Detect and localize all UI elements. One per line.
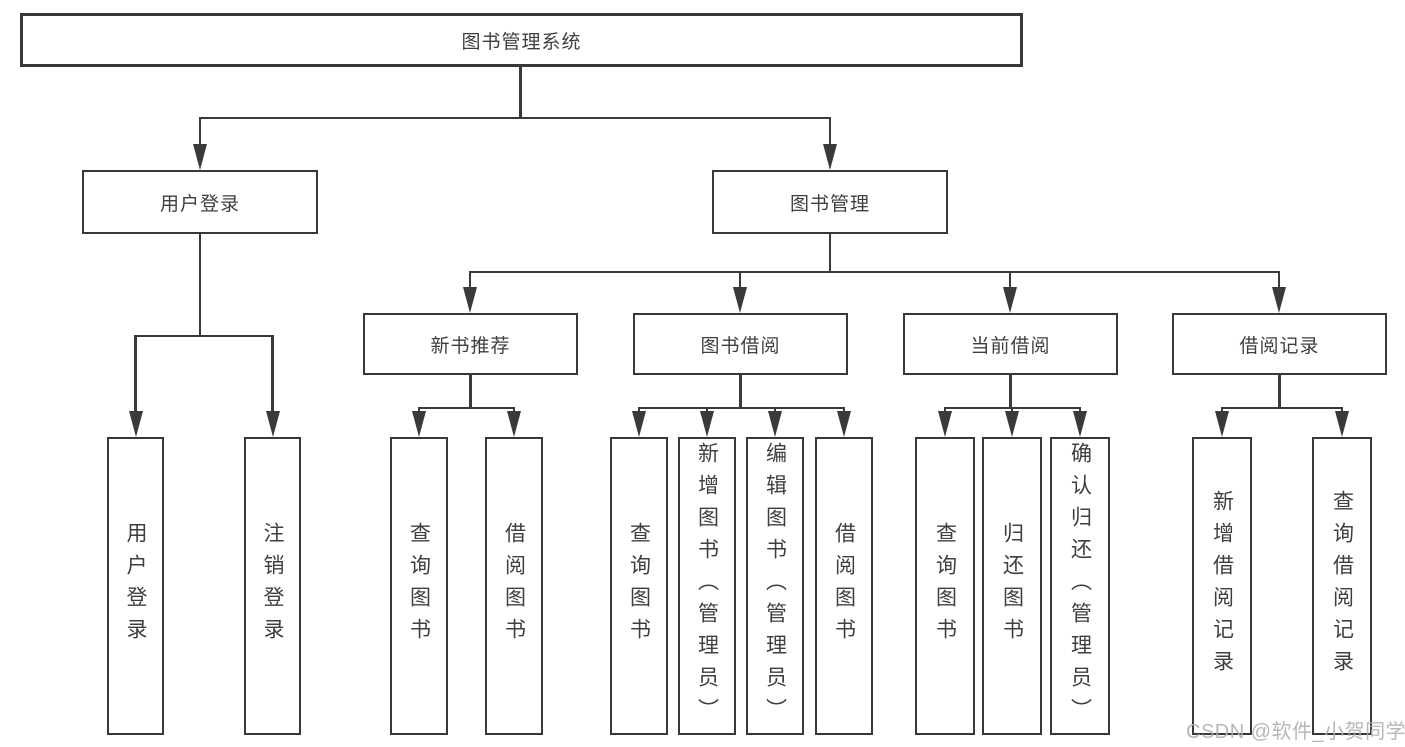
watermark: CSDN @软件_小贺同学 (1186, 721, 1405, 743)
arrowhead-down-icon (631, 407, 647, 437)
arrowhead-down-icon (699, 407, 715, 437)
node-current-borrow: 当前借阅 (903, 313, 1118, 375)
connector-line (1009, 374, 1012, 408)
arrowhead-down-icon (1004, 407, 1020, 437)
connector-line (198, 116, 832, 119)
arrowhead-down-icon (836, 407, 852, 437)
node-label: 图书管理系统 (461, 31, 582, 53)
node-label: 新书推荐 (430, 335, 511, 357)
connector-line (1278, 374, 1281, 408)
node-label: 借阅图书 (502, 522, 526, 650)
node-label: 查询借阅记录 (1330, 490, 1354, 682)
arrowhead-down-icon (128, 335, 144, 437)
connector-line (198, 233, 202, 336)
node-book-management: 图书管理 (712, 170, 948, 234)
connector-line (1220, 406, 1344, 409)
connector-line (469, 374, 472, 408)
connector-line (828, 233, 832, 272)
node-new-book-recommend: 新书推荐 (363, 313, 578, 375)
arrowhead-down-icon (192, 117, 208, 170)
leaf-current-return-books: 归还图书 (982, 437, 1042, 735)
node-label: 用户登录 (124, 522, 147, 650)
node-label: 借阅记录 (1239, 335, 1320, 357)
arrowhead-down-icon (822, 117, 838, 170)
node-label: 图书管理 (789, 193, 870, 215)
node-label: 新增图书（管理员） (695, 442, 719, 730)
leaf-add-borrow-record: 新增借阅记录 (1192, 437, 1252, 735)
node-borrow-records: 借阅记录 (1172, 313, 1387, 375)
leaf-logout: 注销登录 (244, 437, 301, 735)
arrowhead-down-icon (767, 407, 783, 437)
arrowhead-down-icon (937, 407, 953, 437)
node-label: 借阅图书 (832, 522, 856, 650)
connector-line (468, 270, 1281, 273)
node-label: 确认归还（管理员） (1068, 442, 1092, 730)
leaf-borrow-edit-books-admin: 编辑图书（管理员） (746, 437, 804, 735)
connector-line (637, 406, 846, 409)
arrowhead-down-icon (462, 271, 478, 313)
node-label: 用户登录 (159, 193, 240, 215)
node-label: 当前借阅 (970, 335, 1051, 357)
arrowhead-down-icon (1214, 407, 1230, 437)
arrowhead-down-icon (1334, 407, 1350, 437)
node-label: 查询图书 (407, 522, 431, 650)
connector-line (739, 374, 742, 408)
arrowhead-down-icon (265, 335, 281, 437)
node-user-login: 用户登录 (82, 170, 318, 234)
node-label: 查询图书 (627, 522, 651, 650)
arrowhead-down-icon (1002, 271, 1018, 313)
connector-line (417, 406, 516, 409)
node-label: 新增借阅记录 (1210, 490, 1234, 682)
leaf-newbooks-query-books: 查询图书 (390, 437, 448, 735)
node-label: 归还图书 (1000, 522, 1024, 650)
arrowhead-down-icon (506, 407, 522, 437)
arrowhead-down-icon (411, 407, 427, 437)
node-label: 注销登录 (261, 522, 284, 650)
arrowhead-down-icon (732, 271, 748, 313)
node-label: 编辑图书（管理员） (763, 442, 787, 730)
node-label: 图书借阅 (700, 335, 781, 357)
leaf-current-confirm-return-admin: 确认归还（管理员） (1050, 437, 1110, 735)
node-label: 查询图书 (933, 522, 957, 650)
leaf-borrow-query-books: 查询图书 (610, 437, 668, 735)
leaf-current-query-books: 查询图书 (915, 437, 975, 735)
node-library-management-system: 图书管理系统 (20, 13, 1023, 67)
leaf-borrow-add-books-admin: 新增图书（管理员） (678, 437, 736, 735)
arrowhead-down-icon (1072, 407, 1088, 437)
leaf-newbooks-borrow-books: 借阅图书 (485, 437, 543, 735)
connector-line (134, 334, 274, 337)
leaf-borrow-borrow-books: 借阅图书 (815, 437, 873, 735)
leaf-query-borrow-record: 查询借阅记录 (1312, 437, 1372, 735)
connector-line (519, 66, 522, 118)
node-book-borrow: 图书借阅 (633, 313, 848, 375)
leaf-user-login: 用户登录 (107, 437, 164, 735)
arrowhead-down-icon (1271, 271, 1287, 313)
